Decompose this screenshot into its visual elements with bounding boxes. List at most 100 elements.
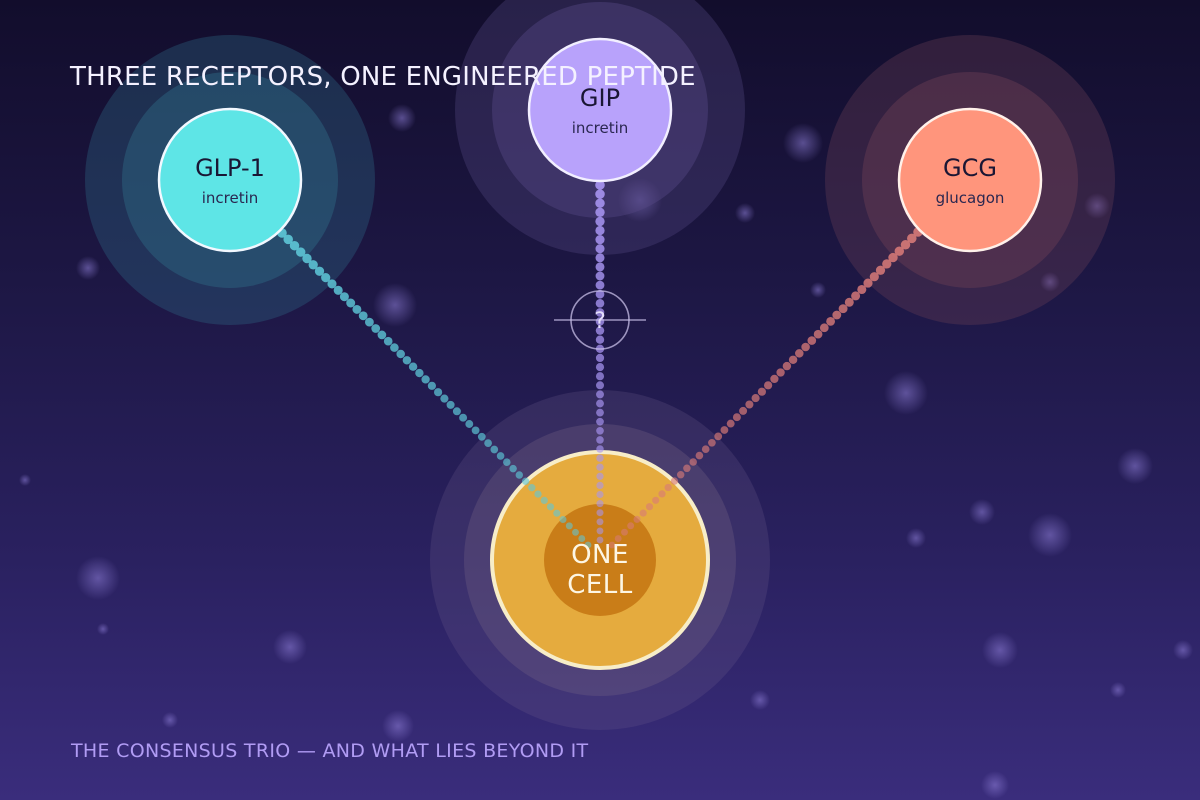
- caption: THE CONSENSUS TRIO — AND WHAT LIES BEYON…: [71, 740, 589, 762]
- trail-dot-gip: [595, 207, 605, 217]
- bokeh-spot: [884, 371, 928, 415]
- trail-dot-gip: [596, 472, 604, 480]
- question-mark: ?: [594, 309, 606, 334]
- trail-dot-gcg: [614, 535, 622, 543]
- trail-dot-gcg: [757, 387, 766, 396]
- trail-dot-glp1: [295, 247, 306, 257]
- trail-dot-glp1: [333, 285, 343, 295]
- trail-dot-gip: [596, 490, 604, 499]
- trail-dot-glp1: [427, 381, 437, 390]
- unknown-marker: ?: [554, 290, 646, 350]
- trail-dot-gip: [595, 189, 605, 199]
- bokeh-spot: [162, 712, 178, 728]
- trail-dot-gcg: [683, 464, 691, 473]
- bokeh-spot: [981, 771, 1009, 799]
- trail-dot-gcg: [645, 503, 654, 511]
- trail-dot-glp1: [452, 407, 461, 416]
- trail-dot-gip: [595, 271, 605, 281]
- bokeh-spot: [1117, 448, 1153, 484]
- bokeh-spot: [982, 632, 1018, 668]
- cell-label: ONE CELL: [567, 540, 633, 600]
- trail-dot-glp1: [540, 496, 548, 504]
- trail-dot-gcg: [745, 400, 754, 409]
- receptor-label: GCG: [943, 154, 997, 182]
- trail-dot-gcg: [770, 374, 779, 384]
- trail-dot-glp1: [572, 528, 579, 536]
- trail-dot-gcg: [708, 438, 716, 447]
- trail-dot-gcg: [720, 426, 729, 434]
- trail-dot-glp1: [352, 304, 362, 314]
- trail-dot-gcg: [732, 413, 741, 422]
- bokeh-spot: [1084, 193, 1110, 219]
- trail-dot-gcg: [813, 329, 823, 339]
- trail-dot-gip: [595, 353, 605, 363]
- trail-dot-gip: [595, 216, 605, 227]
- trail-dot-gip: [595, 335, 605, 344]
- background-bokeh: [19, 104, 1193, 799]
- trail-dot-glp1: [465, 420, 474, 428]
- trail-dot-gip: [596, 500, 604, 508]
- trail-dot-gip: [595, 381, 605, 390]
- cell-label-line1: ONE: [571, 540, 629, 570]
- trail-dot-gcg: [844, 297, 854, 307]
- trail-dot-glp1: [471, 426, 480, 435]
- trail-dot-glp1: [528, 484, 536, 492]
- bokeh-spot: [1040, 272, 1060, 292]
- bokeh-spot: [783, 123, 823, 163]
- trail-dot-glp1: [339, 292, 349, 302]
- bokeh-spot: [1028, 513, 1072, 557]
- trail-dot-glp1: [446, 400, 455, 409]
- trail-dot-glp1: [415, 368, 424, 378]
- trail-dot-gcg: [869, 272, 879, 282]
- trail-dot-gcg: [900, 240, 911, 250]
- trail-dot-glp1: [515, 471, 524, 479]
- trail-dot-gcg: [795, 349, 804, 358]
- connection-trails: [277, 180, 923, 549]
- receptor-node-glp1: GLP-1 incretin: [157, 107, 303, 253]
- trail-dot-gcg: [714, 432, 723, 441]
- trail-dot-glp1: [534, 490, 542, 498]
- trail-dot-gcg: [627, 522, 635, 530]
- bokeh-spot: [810, 282, 826, 298]
- trail-dot-glp1: [459, 413, 468, 422]
- page-title: THREE RECEPTORS, ONE ENGINEERED PEPTIDE: [70, 62, 696, 92]
- trail-dot-gip: [596, 527, 604, 535]
- trail-dot-glp1: [308, 260, 318, 270]
- trail-dot-glp1: [509, 464, 517, 473]
- trail-dot-gip: [596, 399, 604, 408]
- receptor-sublabel: glucagon: [936, 189, 1005, 207]
- trail-dot-gcg: [782, 361, 792, 371]
- cell-label-line2: CELL: [567, 570, 633, 600]
- trail-dot-gip: [595, 253, 605, 263]
- trail-dot-gcg: [608, 541, 616, 549]
- trail-dot-gip: [595, 235, 605, 245]
- trail-dot-gip: [595, 244, 605, 254]
- bokeh-spot: [373, 283, 417, 327]
- trail-dot-glp1: [396, 349, 405, 359]
- trail-dot-glp1: [565, 522, 573, 530]
- trail-dot-gcg: [857, 284, 867, 295]
- trail-dot-glp1: [289, 240, 300, 251]
- bokeh-spot: [19, 474, 31, 486]
- trail-dot-glp1: [402, 356, 412, 365]
- trail-dot-gip: [595, 198, 605, 208]
- trail-dot-glp1: [327, 279, 337, 289]
- trail-dot-gcg: [838, 304, 848, 314]
- trail-dot-gcg: [695, 451, 704, 460]
- trail-dot-gcg: [807, 336, 817, 345]
- trail-dot-gcg: [801, 342, 810, 352]
- trail-dot-glp1: [496, 452, 505, 460]
- trail-dot-glp1: [490, 445, 499, 454]
- trail-dot-gcg: [875, 265, 886, 275]
- bokeh-spot: [618, 178, 662, 222]
- trail-dot-gcg: [907, 233, 917, 244]
- trail-dot-gcg: [739, 406, 748, 415]
- trail-dot-gip: [595, 289, 605, 299]
- bokeh-spot: [1173, 640, 1193, 660]
- trail-dot-gcg: [826, 317, 835, 326]
- trail-dot-gcg: [832, 310, 842, 320]
- trail-dot-gcg: [639, 509, 647, 517]
- trail-dot-gcg: [751, 394, 760, 403]
- trail-dot-gip: [596, 436, 604, 444]
